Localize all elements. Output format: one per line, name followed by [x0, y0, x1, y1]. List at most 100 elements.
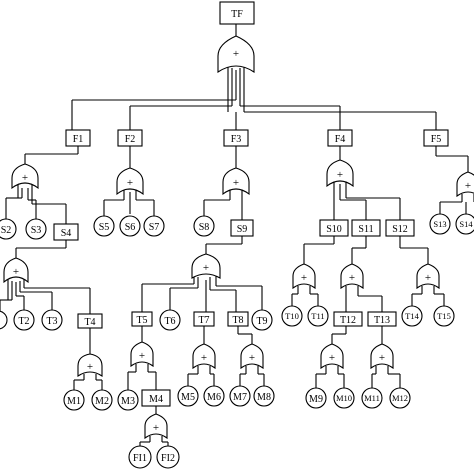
svg-text:M7: M7 — [233, 392, 247, 403]
or-gates: + + + + + + + + — [3, 35, 474, 440]
event-box-t8: T8 — [227, 311, 249, 327]
svg-text:+: + — [201, 352, 207, 364]
event-circle-t11: T11 — [307, 305, 329, 327]
event-boxes: TF F1 F2 F3 F4 F5 S4 T4 — [53, 1, 449, 407]
event-box-t7: T7 — [193, 311, 215, 327]
svg-text:S11: S11 — [358, 224, 373, 235]
or-gate-s9: + — [191, 253, 221, 279]
svg-text:+: + — [203, 262, 209, 274]
svg-text:T10: T10 — [285, 311, 299, 321]
event-circle-fi2: FI2 — [156, 445, 180, 469]
or-gate-s12: + — [416, 263, 440, 290]
event-box-tf: TF — [219, 1, 255, 25]
svg-text:F5: F5 — [431, 134, 442, 145]
svg-text:+: + — [13, 266, 19, 278]
svg-text:M10: M10 — [336, 393, 352, 403]
svg-text:F1: F1 — [73, 134, 84, 145]
or-gate-s4: + — [3, 257, 29, 284]
event-box-f4: F4 — [327, 129, 353, 147]
or-gate-f5: + — [456, 171, 474, 198]
event-box-t5: T5 — [131, 311, 153, 327]
event-circle-m10: M10 — [333, 387, 355, 409]
svg-text:+: + — [153, 422, 159, 434]
event-circle-t1-partial — [0, 310, 8, 330]
svg-text:T12: T12 — [340, 315, 356, 326]
svg-text:M4: M4 — [149, 394, 163, 405]
svg-text:T4: T4 — [84, 317, 95, 328]
svg-text:+: + — [127, 177, 133, 189]
svg-text:+: + — [139, 350, 145, 362]
event-circle-m3: M3 — [117, 389, 139, 411]
event-circle-m9: M9 — [305, 387, 327, 409]
svg-text:T3: T3 — [46, 316, 57, 327]
svg-text:M5: M5 — [181, 392, 195, 403]
svg-text:M12: M12 — [392, 393, 408, 403]
svg-text:S6: S6 — [125, 222, 136, 233]
svg-text:F2: F2 — [125, 134, 136, 145]
svg-text:+: + — [249, 352, 255, 364]
svg-text:FI2: FI2 — [161, 453, 175, 464]
svg-text:M2: M2 — [95, 396, 109, 407]
svg-text:+: + — [329, 352, 335, 364]
svg-text:+: + — [379, 352, 385, 364]
svg-text:T11: T11 — [311, 311, 324, 321]
event-circle-t6: T6 — [159, 309, 181, 331]
svg-text:+: + — [301, 272, 307, 284]
svg-text:S12: S12 — [392, 224, 408, 235]
event-box-s11: S11 — [351, 219, 381, 237]
event-box-s12: S12 — [385, 219, 415, 237]
event-box-f1: F1 — [65, 129, 91, 147]
svg-text:+: + — [465, 180, 471, 192]
or-gate-t12: + — [320, 343, 344, 370]
event-circle-fi1: FI1 — [128, 445, 152, 469]
svg-text:M11: M11 — [364, 393, 380, 403]
event-circle-m2: M2 — [91, 389, 113, 411]
event-circle-t3: T3 — [41, 309, 63, 331]
connector-lines — [0, 24, 474, 446]
svg-text:M3: M3 — [121, 396, 135, 407]
svg-text:T15: T15 — [437, 311, 451, 321]
svg-text:S3: S3 — [31, 225, 42, 236]
svg-text:T6: T6 — [164, 316, 175, 327]
event-circle-m5: M5 — [177, 385, 199, 407]
event-box-t13: T13 — [367, 311, 397, 327]
event-circle-m7: M7 — [229, 385, 251, 407]
event-circle-s2: S2 — [0, 218, 17, 240]
event-circle-s3: S3 — [25, 218, 47, 240]
event-circle-s6: S6 — [119, 215, 141, 237]
svg-text:T7: T7 — [198, 315, 209, 326]
svg-text:S9: S9 — [237, 224, 248, 235]
svg-text:M6: M6 — [207, 392, 221, 403]
svg-text:+: + — [233, 177, 239, 189]
event-box-f2: F2 — [117, 129, 143, 147]
svg-text:TF: TF — [231, 9, 243, 20]
event-circle-t9: T9 — [251, 309, 273, 331]
event-box-t4: T4 — [77, 313, 103, 329]
event-circle-s13: S13 — [429, 213, 451, 235]
svg-text:S7: S7 — [149, 222, 160, 233]
svg-text:T14: T14 — [405, 311, 419, 321]
event-box-t12: T12 — [333, 311, 363, 327]
event-circle-m1: M1 — [63, 389, 85, 411]
basic-event-circles: S2 S3 T2 T3 M1 M2 S5 — [0, 213, 474, 469]
or-gate-f4: + — [326, 159, 354, 188]
svg-text:T5: T5 — [136, 315, 147, 326]
svg-text:FI1: FI1 — [133, 453, 147, 464]
or-gate-s10: + — [292, 263, 316, 290]
or-gate-t7: + — [192, 343, 216, 370]
or-gate-t13: + — [370, 343, 394, 370]
svg-text:S4: S4 — [61, 228, 72, 239]
event-circle-s5: S5 — [93, 215, 115, 237]
svg-text:S8: S8 — [199, 222, 210, 233]
svg-text:+: + — [337, 169, 343, 181]
svg-text:+: + — [349, 272, 355, 284]
svg-text:+: + — [22, 172, 28, 184]
event-circle-s8: S8 — [193, 215, 215, 237]
event-box-s4: S4 — [53, 223, 79, 241]
svg-text:M8: M8 — [257, 392, 271, 403]
or-gate-s11: + — [340, 263, 364, 290]
event-box-f5: F5 — [423, 129, 449, 147]
event-box-f3: F3 — [223, 129, 249, 147]
event-box-s9: S9 — [230, 219, 254, 237]
